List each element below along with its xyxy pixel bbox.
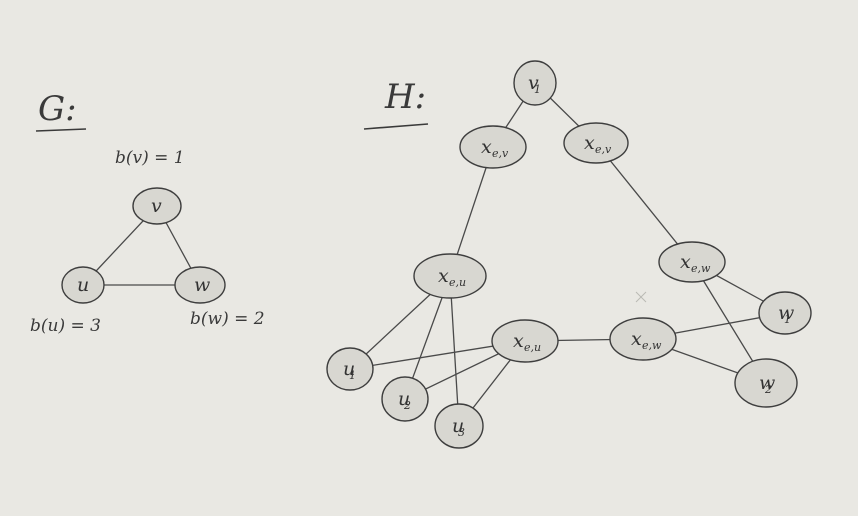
graph-h-node-circle-u1 — [326, 347, 374, 391]
graph-g-node-circle-w — [174, 266, 226, 304]
graph-h-node-label-v1: v — [528, 72, 539, 94]
graph-h-node-circle-v1 — [513, 60, 557, 106]
graph-h-node-label-u3: u — [452, 415, 464, 437]
graph-h-node-circle-xew_a — [658, 241, 726, 283]
graph-g-node-label-w: w — [194, 274, 210, 296]
annotation-b-v: b(v) = 1 — [115, 148, 185, 168]
graph-h-node-circle-xeu_b — [491, 319, 559, 363]
graph-h-node-subscript-xew_a: e,w — [691, 262, 711, 275]
graph-g-node-label-u: u — [77, 274, 89, 296]
graph-h-node-circle-xev_b — [563, 122, 629, 164]
annotation-b-u: b(u) = 3 — [30, 316, 101, 336]
graph-h-title-underline — [363, 123, 429, 130]
graph-h-node-label-xeu_a: x — [438, 265, 449, 287]
graph-h-edge-xeu_a-u3 — [449, 275, 460, 427]
graph-h-node-circle-u3 — [434, 403, 484, 449]
graph-h-node-circle-xew_b — [609, 317, 677, 361]
graph-h-node-subscript-u3: 3 — [458, 426, 465, 439]
graph-h-node-subscript-u1: 1 — [349, 369, 356, 382]
graph-g-title: G: — [38, 89, 77, 129]
graph-h-node-label-xev_a: x — [481, 136, 492, 158]
graph-h-title: H: — [384, 77, 426, 117]
graph-h-node-label-xew_b: x — [631, 328, 642, 350]
graph-h-node-subscript-w2: 2 — [764, 383, 772, 396]
graph-h-node-label-xew_a: x — [680, 251, 691, 273]
graph-h-node-label-xeu_b: x — [513, 330, 524, 352]
stray-cross-mark — [635, 291, 647, 303]
graph-h-node-circle-w1 — [758, 291, 812, 335]
graph-g-node-v: v — [132, 187, 182, 225]
graph-h-node-subscript-xew_b: e,w — [642, 339, 662, 352]
graph-h-node-subscript-u2: 2 — [403, 399, 411, 412]
graph-g-node-label-v: v — [151, 195, 162, 217]
graph-h-node-subscript-xev_a: e,v — [492, 147, 509, 160]
graph-h-node-v1: v1 — [513, 60, 557, 106]
graph-h-edge-xev_b-xew_a — [595, 142, 693, 263]
graph-h-node-u1: u1 — [326, 347, 374, 391]
graph-h-node-label-u1: u — [343, 358, 355, 380]
graph-h-node-circle-xeu_a — [413, 253, 487, 299]
graph-h-node-circle-xev_a — [459, 125, 527, 169]
graph-h-node-circle-w2 — [734, 358, 798, 408]
graph-h-node-subscript-v1: 1 — [534, 83, 541, 96]
graph-h-node-w1: w1 — [758, 291, 812, 335]
graph-h-node-u3: u3 — [434, 403, 484, 449]
graph-h-node-label-u2: u — [398, 388, 410, 410]
graph-h-node-w2: w2 — [734, 358, 798, 408]
graph-h-node-circle-u2 — [381, 376, 429, 422]
annotation-b-w: b(w) = 2 — [190, 309, 265, 329]
graph-h-node-subscript-xev_b: e,v — [595, 143, 612, 156]
graph-h-node-subscript-w1: 1 — [784, 313, 791, 326]
graph-g-node-w: w — [174, 266, 226, 304]
graph-h-node-subscript-xeu_a: e,u — [449, 276, 466, 289]
graph-h-node-label-w1: w — [778, 302, 794, 324]
graph-g-node-u: u — [61, 266, 105, 304]
graph-g-node-circle-v — [132, 187, 182, 225]
graph-g-title-underline — [35, 128, 87, 132]
graph-g-node-circle-u — [61, 266, 105, 304]
graph-h-node-label-xev_b: x — [584, 132, 595, 154]
graph-h-node-label-w2: w — [759, 372, 775, 394]
graph-h-node-subscript-xeu_b: e,u — [524, 341, 541, 354]
graph-h-node-u2: u2 — [381, 376, 429, 422]
